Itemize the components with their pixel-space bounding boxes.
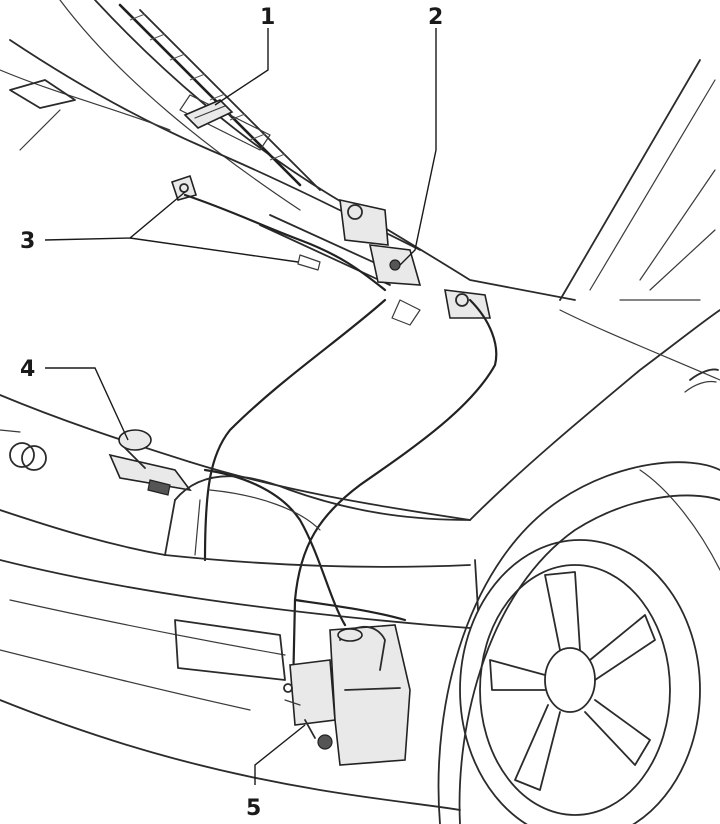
callout-3: 3 <box>20 229 35 254</box>
washer-jet-1 <box>183 99 234 129</box>
wiper-linkage <box>259 198 491 326</box>
callout-4: 4 <box>20 357 35 382</box>
callout-5: 5 <box>246 796 261 821</box>
callout-leaders <box>44 28 437 785</box>
washer-hoses <box>183 193 498 692</box>
washer-jet-4 <box>108 429 192 496</box>
fender-and-wheel <box>437 461 720 824</box>
windshield-cowl <box>0 0 716 301</box>
front-bumper <box>0 429 471 811</box>
callout-1: 1 <box>260 5 275 30</box>
washer-reservoir-5 <box>283 624 411 766</box>
callout-2: 2 <box>428 5 443 30</box>
hood <box>0 309 720 521</box>
